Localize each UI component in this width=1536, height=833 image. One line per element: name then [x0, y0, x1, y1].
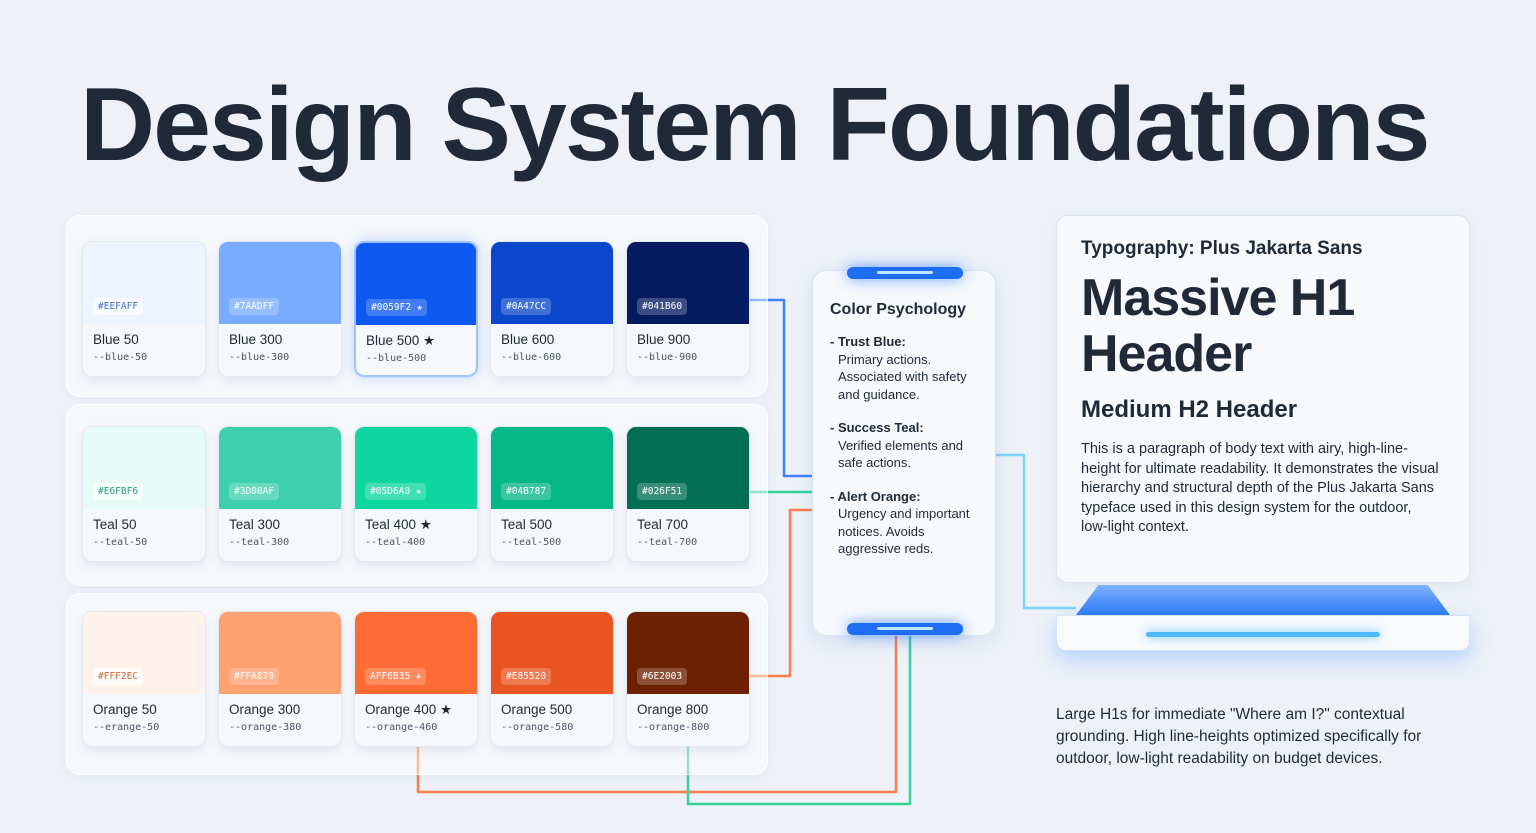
swatch-color-chip	[491, 612, 613, 694]
swatch-name: Blue 900	[637, 332, 691, 347]
psychology-item-text: Verified elements and safe actions.	[838, 437, 964, 471]
swatch-name: Blue 500 ★	[366, 333, 436, 348]
typography-label: Typography: Plus Jakarta Sans	[1081, 238, 1363, 259]
swatch-blue-0[interactable]: #EEFAFF Blue 50 --blue-50	[82, 241, 206, 377]
swatch-name: Blue 300	[229, 332, 283, 347]
psychology-item-label: - Trust Blue:	[830, 334, 906, 349]
typography-h1-line: Massive H1	[1081, 269, 1355, 327]
psychology-bottom-glow-bar	[847, 623, 963, 635]
swatch-name: Orange 300	[229, 702, 301, 717]
typography-h1-line: Header	[1081, 325, 1252, 383]
swatch-hex-label: #041B60	[637, 298, 688, 315]
swatch-color-chip	[356, 243, 476, 325]
swatch-token: --teal-700	[637, 537, 698, 548]
swatch-token: --orange-580	[501, 722, 574, 733]
swatch-color-chip	[219, 612, 341, 694]
swatch-teal-1[interactable]: #3D00AF Teal 300 --teal-300	[218, 426, 342, 562]
psychology-item-text: Urgency and important notices. Avoids ag…	[838, 506, 970, 556]
psychology-item-success-teal: - Success Teal: Verified elements and sa…	[830, 419, 979, 472]
swatch-hex-label: #E6FBF6	[93, 483, 144, 500]
swatch-hex-label: #FFA070	[229, 668, 280, 685]
swatch-hex-label: #7AADFF	[229, 298, 280, 315]
swatch-color-chip	[219, 427, 341, 509]
swatch-name: Teal 700	[637, 517, 689, 532]
swatch-teal-2[interactable]: #05D6A0 ★ Teal 400 ★ --teal-400	[354, 426, 478, 562]
typography-body-sample: This is a paragraph of body text with ai…	[1081, 441, 1439, 536]
swatch-token: --orange-380	[229, 722, 302, 733]
swatch-hex-label: #026F51	[637, 483, 688, 500]
color-psychology-card: Color Psychology - Trust Blue: Primary a…	[812, 267, 996, 636]
swatch-token: --teal-50	[93, 537, 148, 548]
swatch-token: --teal-300	[229, 537, 290, 548]
swatch-color-chip	[491, 427, 613, 509]
swatch-blue-2[interactable]: #0059F2 ★ Blue 500 ★ --blue-500	[354, 241, 478, 377]
swatch-name: Orange 500	[501, 702, 573, 717]
swatch-token: --teal-500	[501, 537, 562, 548]
swatch-hex-label: #3D00AF	[229, 483, 280, 500]
swatch-orange-0[interactable]: #FFF2EC Orange 50 --erange-50	[82, 611, 206, 747]
swatch-name: Blue 50	[93, 332, 139, 347]
psychology-item-alert-orange: - Alert Orange: Urgency and important no…	[830, 488, 979, 558]
psychology-item-text: Primary actions. Associated with safety …	[838, 351, 967, 402]
swatch-hex-label: #0059F2 ★	[366, 299, 428, 316]
swatch-color-chip	[355, 612, 477, 694]
swatch-blue-3[interactable]: #0A47CC Blue 600 --blue-600	[490, 241, 614, 377]
swatch-color-chip	[355, 427, 477, 509]
typography-caption: Large H1s for immediate "Where am I?" co…	[1056, 706, 1422, 767]
swatch-name: Teal 50	[93, 517, 137, 532]
swatch-color-chip	[491, 242, 613, 324]
swatch-hex-label: #EEFAFF	[93, 298, 144, 315]
swatch-name: Teal 400 ★	[365, 517, 432, 532]
platform-top	[1076, 585, 1450, 615]
swatch-name: Orange 400 ★	[365, 702, 453, 717]
swatch-color-chip	[627, 427, 749, 509]
psychology-heading: Color Psychology	[830, 301, 967, 318]
swatch-hex-label: #04B787	[501, 483, 552, 500]
swatch-color-chip	[627, 242, 749, 324]
swatch-hex-label: #6E2003	[637, 668, 688, 685]
swatch-blue-1[interactable]: #7AADFF Blue 300 --blue-300	[218, 241, 342, 377]
swatch-name: Teal 500	[501, 517, 553, 532]
swatch-token: --blue-900	[637, 352, 698, 363]
swatch-hex-label: #E85520	[501, 668, 552, 685]
swatch-name: Orange 50	[93, 702, 157, 717]
swatch-token: --teal-400	[365, 537, 426, 548]
swatch-color-chip	[219, 242, 341, 324]
swatch-name: Orange 800	[637, 702, 709, 717]
swatch-name: Blue 600	[501, 332, 555, 347]
swatch-token: --blue-50	[93, 352, 148, 363]
psychology-item-label: - Alert Orange:	[830, 488, 921, 504]
swatch-orange-2[interactable]: AFF6B35 ★ Orange 400 ★ --orange-460	[354, 611, 478, 747]
swatch-token: --orange-460	[365, 722, 438, 733]
swatch-token: --erange-50	[93, 722, 160, 733]
psychology-item-trust-blue: - Trust Blue: Primary actions. Associate…	[830, 333, 979, 403]
psychology-item-label: - Success Teal:	[830, 420, 924, 435]
typography-card: Typography: Plus Jakarta Sans Massive H1…	[1056, 215, 1470, 583]
swatch-token: --blue-500	[366, 353, 427, 364]
swatch-hex-label: AFF6B35 ★	[365, 668, 427, 685]
psychology-top-glow-bar	[847, 267, 963, 279]
swatch-hex-label: #FFF2EC	[93, 668, 144, 685]
swatch-color-chip	[627, 612, 749, 694]
swatch-name: Teal 300	[229, 517, 281, 532]
typography-h1-sample: Massive H1 Header	[1081, 270, 1445, 382]
swatch-token: --blue-600	[501, 352, 562, 363]
glowing-platform	[1056, 585, 1470, 651]
swatch-token: --blue-300	[229, 352, 290, 363]
typography-h2-sample: Medium H2 Header	[1081, 396, 1298, 423]
swatch-hex-label: #0A47CC	[501, 298, 552, 315]
platform-light-line	[1146, 632, 1380, 637]
swatch-hex-label: #05D6A0 ★	[365, 483, 427, 500]
page-title: Design System Foundations	[80, 67, 1430, 183]
swatch-token: --orange-800	[637, 722, 710, 733]
